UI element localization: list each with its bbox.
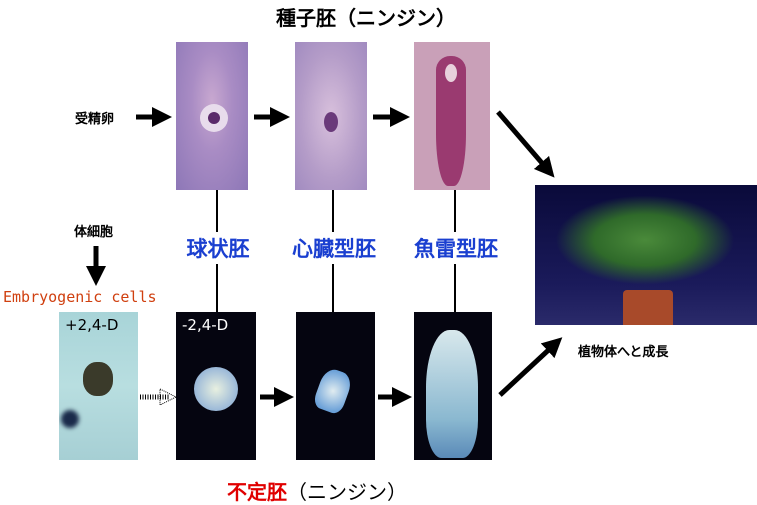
connector: [454, 190, 456, 232]
fertilized-egg-label: 受精卵: [75, 112, 115, 127]
stage-heart: 心臓型胚: [292, 237, 376, 261]
stage-globular: 球状胚: [186, 237, 250, 261]
photo-globular-zygotic: [176, 42, 248, 190]
somatic-embryo-title: 不定胚（ニンジン）: [227, 476, 407, 505]
photo-torpedo-somatic: [414, 312, 492, 460]
growth-label: 植物体へと成長: [578, 345, 669, 360]
connector: [454, 264, 456, 312]
plus-2-4-d-label: +2,4-D: [65, 316, 119, 334]
connector: [332, 190, 334, 232]
somatic-cell-label: 体細胞: [74, 225, 114, 240]
carrot-label: （ニンジン）: [287, 480, 407, 504]
connector: [216, 190, 218, 232]
minus-2-4-d-label: -2,4-D: [182, 316, 229, 334]
zygotic-embryo-title: 種子胚（ニンジン）: [276, 6, 456, 30]
photo-heart-somatic: [296, 312, 375, 460]
stage-torpedo: 魚雷型胚: [414, 237, 498, 261]
photo-plant: [535, 185, 757, 325]
dotted-arrow-head: [159, 388, 178, 406]
photo-globular-somatic: -2,4-D: [176, 312, 256, 460]
somatic-embryo-red: 不定胚: [227, 480, 287, 504]
photo-embryogenic-cells: +2,4-D: [59, 312, 138, 460]
photo-torpedo-zygotic: [414, 42, 490, 190]
arrow-to-plant: [498, 337, 563, 397]
embryogenic-cells-label: Embryogenic cells: [3, 288, 157, 306]
connector: [332, 264, 334, 312]
photo-heart-zygotic: [295, 42, 367, 190]
arrow-to-plant: [496, 110, 555, 178]
connector: [216, 264, 218, 312]
